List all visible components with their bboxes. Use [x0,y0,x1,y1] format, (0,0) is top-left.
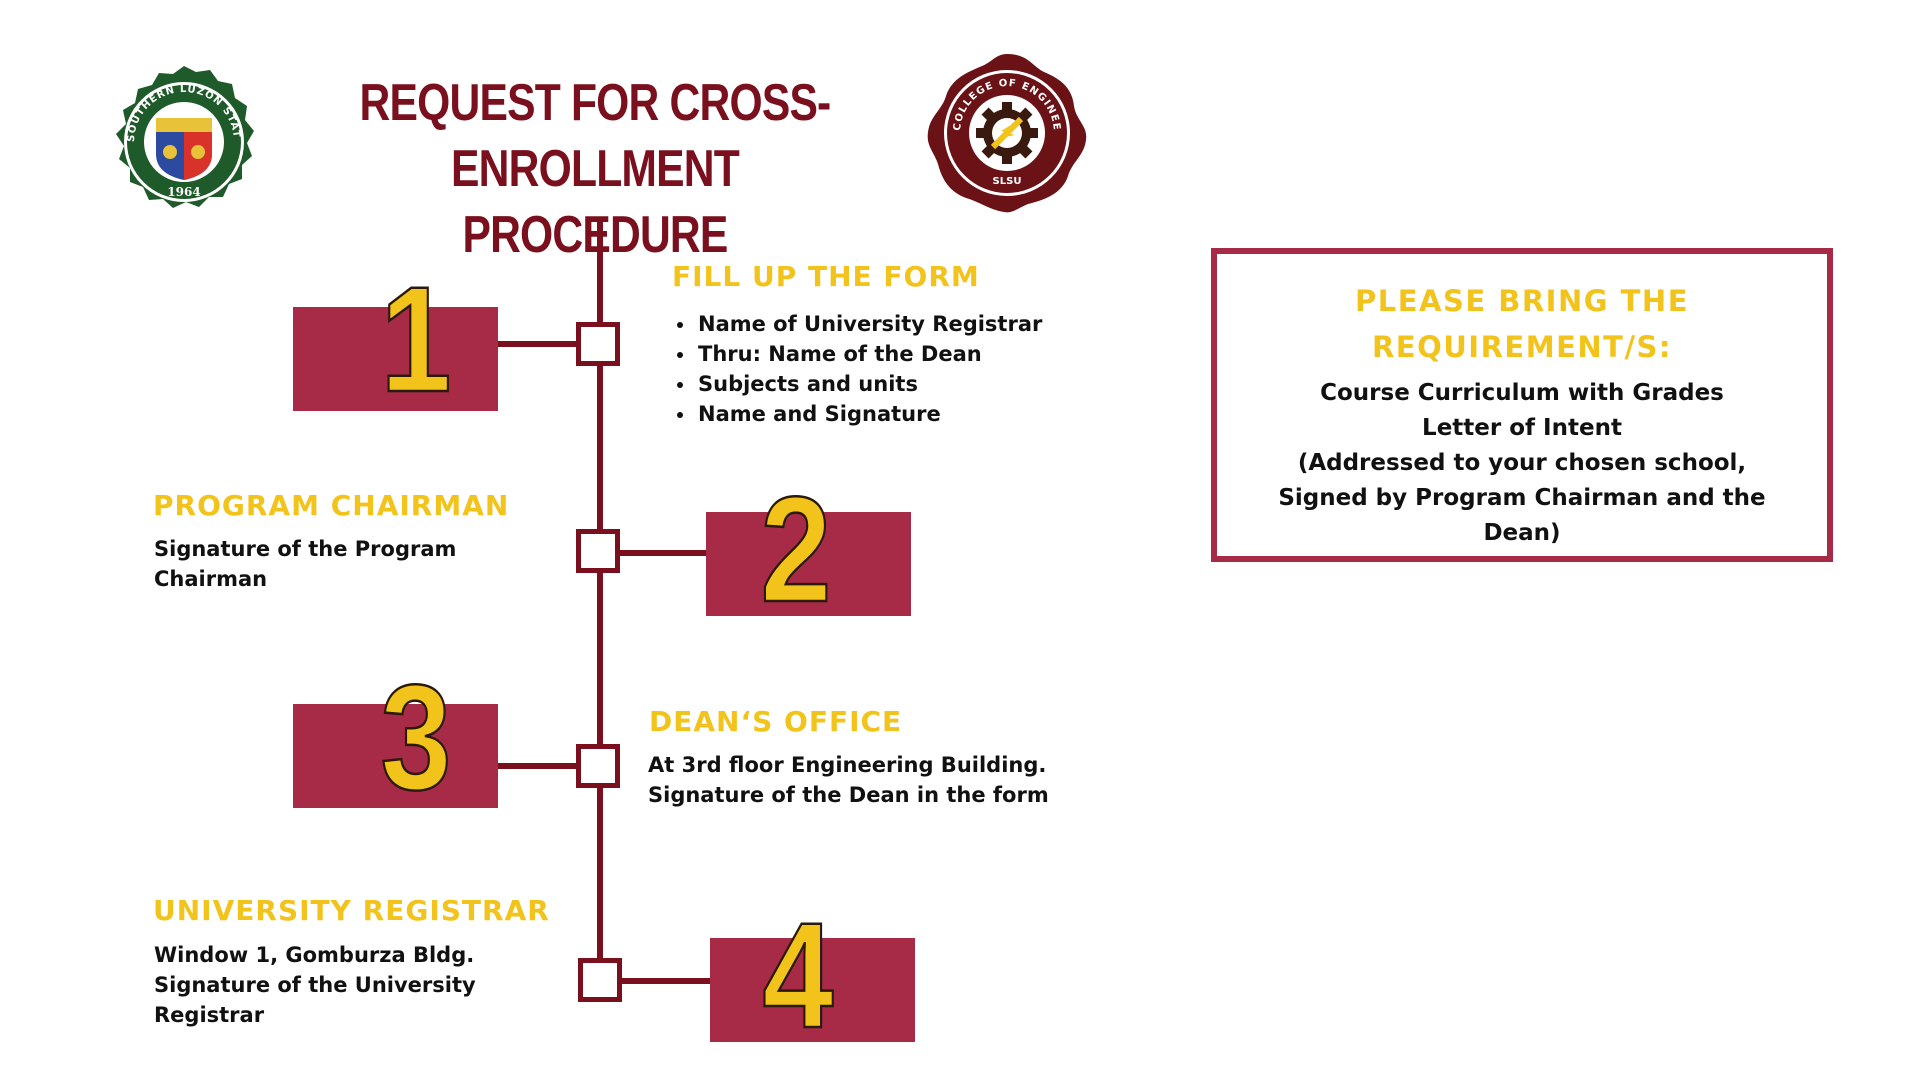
step-2-line-1: Signature of the Program [154,537,457,561]
step-2-title: PROGRAM CHAIRMAN [153,489,510,522]
step-2-node [576,529,620,573]
requirements-title-line-2: REQUIREMENT/S: [1371,330,1673,364]
list-item: Name and Signature [696,399,1042,429]
step-1-node [576,322,620,366]
step-1-list: Name of University Registrar Thru: Name … [670,309,1042,429]
requirement-line: (Addressed to your chosen school, [1297,450,1747,476]
list-item: Name of University Registrar [696,309,1042,339]
timeline-line [597,217,603,978]
step-4-number: 4 [761,891,834,1059]
step-2-line-2: Chairman [154,567,268,591]
page-title: REQUEST FOR CROSS-ENROLLMENT PROCEDURE [329,70,862,268]
requirement-line: Letter of Intent [1422,415,1622,441]
step-3-description: At 3rd floor Engineering Building. Signa… [648,750,1049,810]
engineering-seal-logo: COLLEGE OF ENGINEERING SLSU [924,50,1090,216]
engineering-bottom-text: SLSU [993,176,1022,187]
slsu-seal-icon: SOUTHERN LUZON STATE UNIVERSITY 1964 [104,62,254,208]
step-1-number-box [293,307,498,411]
step-2-description: Signature of the Program Chairman [154,534,456,594]
requirements-title-line-1: PLEASE BRING THE [1354,284,1690,318]
step-4-title: UNIVERSITY REGISTRAR [153,894,550,927]
step-4-description: Window 1, Gomburza Bldg. Signature of th… [154,940,476,1030]
step-2-number: 2 [759,465,832,633]
step-4-number-box [710,938,915,1042]
step-2-number-box [706,512,911,616]
step-4-line-2: Signature of the University [154,973,476,997]
step-3-node [576,744,620,788]
step-4-line-1: Window 1, Gomburza Bldg. [154,943,475,967]
requirements-list: Course Curriculum with Grades Letter of … [1217,376,1827,551]
step-4-line-3: Registrar [154,1003,265,1027]
title-line-2: PROCEDURE [462,206,728,264]
step-4-node [578,958,622,1002]
requirement-line: Signed by Program Chairman and the [1278,485,1766,511]
step-2-connector [620,550,706,556]
title-line-1: REQUEST FOR CROSS-ENROLLMENT [359,74,832,198]
step-3-number-box [293,704,498,808]
step-1-number: 1 [379,255,452,423]
step-1-connector [498,341,578,347]
step-3-connector [498,763,578,769]
step-1-title: FILL UP THE FORM [672,260,980,293]
list-item: Subjects and units [696,369,1042,399]
step-3-title: DEAN‘S OFFICE [649,705,903,738]
list-item: Thru: Name of the Dean [696,339,1042,369]
step-4-connector [622,978,710,984]
step-3-line-2: Signature of the Dean in the form [648,783,1049,807]
requirement-line: Course Curriculum with Grades [1320,380,1724,406]
step-3-number: 3 [379,653,452,821]
requirement-line: Dean) [1483,520,1561,546]
step-3-line-1: At 3rd floor Engineering Building. [648,753,1047,777]
requirements-box: PLEASE BRING THE REQUIREMENT/S: Course C… [1211,248,1833,562]
college-of-engineering-seal-icon: COLLEGE OF ENGINEERING SLSU [924,50,1087,213]
requirements-title: PLEASE BRING THE REQUIREMENT/S: [1217,278,1827,370]
slsu-seal-logo: SOUTHERN LUZON STATE UNIVERSITY 1964 [104,62,264,222]
seal-year: 1964 [167,185,200,199]
